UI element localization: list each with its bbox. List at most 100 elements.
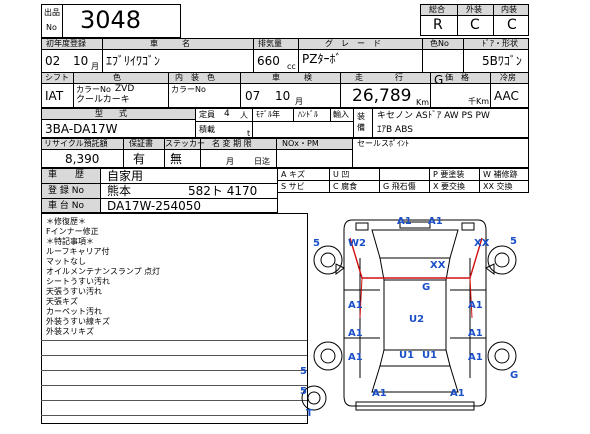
ac-label: 冷房: [500, 73, 516, 82]
reg-label: 登 録 No: [48, 186, 84, 196]
g-value: G: [434, 73, 444, 87]
usage-value: 自家用: [107, 169, 144, 183]
recycle-label: リサイクル預託額: [44, 139, 108, 148]
damage-label: A1: [348, 300, 363, 311]
month-unit: 月: [226, 157, 234, 166]
load-unit: t: [247, 129, 251, 138]
damage-label: A1: [348, 352, 363, 363]
note-line: [41, 340, 307, 341]
damage-label: 5: [313, 238, 320, 249]
note-line: [41, 385, 307, 386]
reg-label-col: [41, 168, 101, 213]
damage-label: A1: [428, 216, 443, 227]
note-item: ＊特記事項＊: [46, 237, 94, 246]
car-condition-diagram: A1 A1 5 W2 XX 5 XX G A1 A1 U2 A1 A1 A1 A…: [300, 216, 518, 419]
damage-label: XX: [474, 238, 490, 249]
legend-a: A キズ: [281, 170, 306, 179]
model-value: 3BA-DA17W: [45, 122, 118, 136]
grade-total-label: 総合: [429, 5, 445, 14]
damage-label: U1: [422, 350, 437, 361]
grade-int-label: 内装: [501, 5, 517, 14]
legend-g: G 飛石傷: [383, 182, 416, 191]
wheel-fr: [487, 245, 517, 275]
note-item: シートうすい汚れ: [46, 277, 110, 286]
model-label: 型 式: [95, 109, 127, 118]
spare-tire: [301, 385, 327, 411]
notes-box: [41, 213, 308, 424]
wheel-rr-inner: [494, 348, 510, 364]
damage-label: A1: [468, 328, 483, 339]
recycle-value: 8,390: [65, 152, 100, 166]
damage-label: 5: [300, 366, 307, 377]
nox-col: [276, 138, 353, 168]
legend-c: C 腐食: [333, 182, 358, 191]
legend-u: U 凹: [333, 170, 350, 179]
note-item: 外装うすい線キズ: [46, 317, 110, 326]
lot-label-1: 出品: [44, 8, 60, 17]
lot-label-2: No: [46, 23, 57, 32]
inspect-month: 10: [275, 89, 291, 103]
note-item: オイルメンテナンスランプ 点灯: [46, 267, 161, 276]
wheel-rl-inner: [320, 348, 336, 364]
reg-year: 02: [45, 54, 61, 68]
damage-label: 5: [510, 236, 517, 247]
damage-label: A1: [450, 388, 465, 399]
year-label: 初年度登録: [46, 39, 86, 48]
damage-label: U2: [409, 314, 424, 325]
equip-line2: ｴｱB ABS: [377, 125, 413, 135]
price-unit: 千Km: [468, 97, 490, 106]
roof-line-l2: [379, 349, 385, 367]
int-color-prefix: カラーNo: [171, 85, 206, 94]
legend-vdiv-4: [429, 168, 480, 193]
sales-label: セールスﾎﾟｲﾝﾄ: [357, 139, 409, 148]
damage-label: A1: [397, 216, 412, 227]
load-label: 積載: [199, 125, 215, 134]
legend-xx: XX 交換: [483, 182, 513, 191]
note-item: マットなし: [46, 257, 86, 266]
equip-label: 装 備: [357, 112, 373, 132]
notes-list: ＊修復歴＊ Fインナー修正 ＊特記事項＊ ルーフキャリア付 マットなし オイルメ…: [46, 217, 304, 337]
capacity-unit: 人: [240, 111, 248, 120]
import-label: 輸入: [333, 110, 349, 119]
grade-ext-label: 外装: [466, 5, 482, 14]
note-item: Fインナー修正: [46, 227, 99, 236]
note-item: ルーフキャリア付: [46, 247, 110, 256]
capacity-label: 定員: [199, 110, 215, 119]
name-label: 車 名: [150, 39, 190, 48]
mirror-right: [485, 263, 495, 275]
grade-int: C: [507, 17, 517, 33]
color-label: 色: [113, 73, 121, 82]
lot-label-box: [41, 4, 63, 38]
model-year-label: ﾓﾃﾞﾙ年: [256, 110, 280, 119]
wheel-fr-inner: [494, 252, 510, 268]
reg-month-unit: 月: [91, 62, 99, 71]
door-label: ﾄﾞｱ・形状: [482, 39, 518, 48]
ac-value: AAC: [494, 89, 519, 103]
door-shape: 5Bﾜｺﾞﾝ: [482, 54, 522, 68]
nox-label: NOx・PM: [282, 139, 319, 148]
grade-ext: C: [470, 17, 480, 33]
color-name: クールカーキ: [76, 95, 130, 105]
legend-x: X 要交換: [433, 182, 466, 191]
damage-label: G: [422, 282, 430, 293]
equip-line1: キセノン ASﾄﾞｱ AW PS PW: [377, 111, 490, 121]
wheel-rl: [313, 341, 343, 371]
warranty-value: 有: [133, 152, 146, 166]
mileage-unit: Km: [416, 98, 430, 107]
damage-label: G: [510, 370, 518, 381]
wheel-fl: [313, 245, 343, 275]
row2-col-price: [430, 72, 491, 108]
shift-label: シフト: [45, 73, 69, 82]
damage-label: W2: [348, 238, 366, 249]
sticker-value: 無: [170, 152, 183, 166]
rear-window: [371, 365, 459, 393]
inspect-month-unit: 月: [295, 97, 303, 106]
sticker-label: ステッカー: [165, 139, 205, 148]
color-no-label: 色No: [430, 39, 449, 48]
name-change-label: 名 変 期 限: [212, 139, 252, 148]
note-line: [41, 370, 307, 371]
note-line: [41, 400, 307, 401]
capacity-value: 4: [224, 109, 230, 119]
shift-value: IAT: [45, 89, 64, 103]
